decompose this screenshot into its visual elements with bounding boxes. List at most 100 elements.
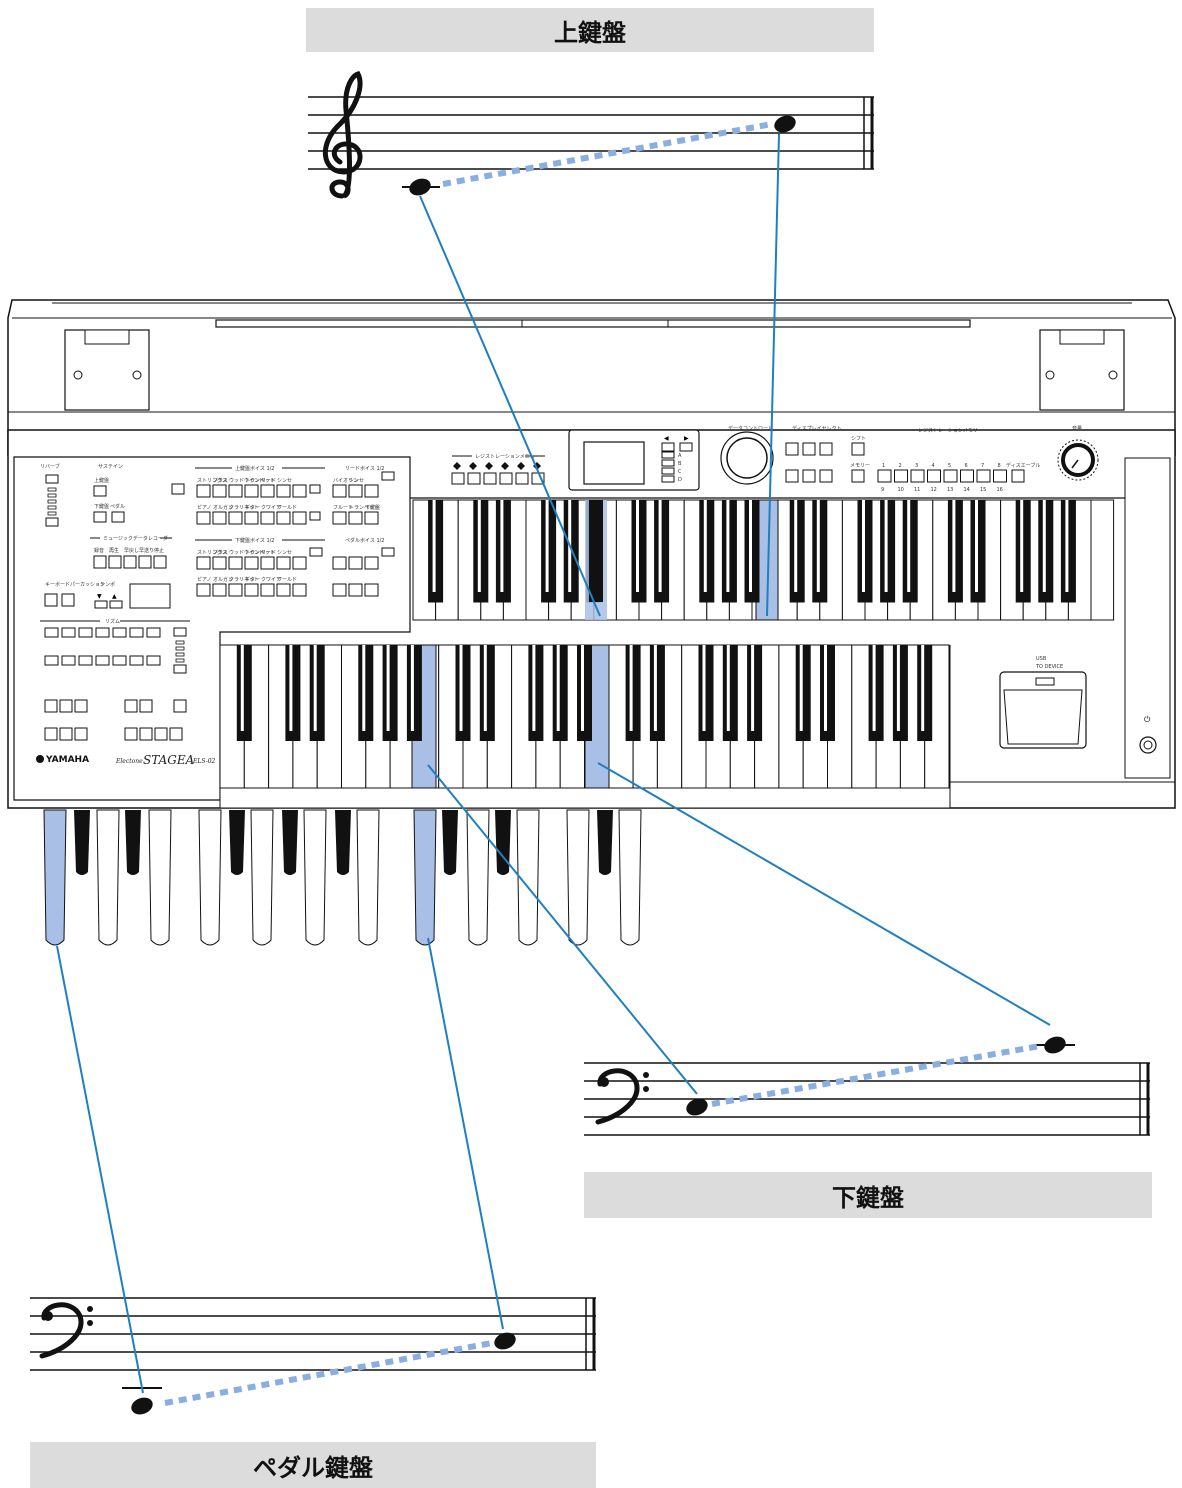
- display-select-button[interactable]: [786, 470, 798, 482]
- lower-voice-button[interactable]: [213, 557, 226, 569]
- ending-button[interactable]: [125, 728, 137, 740]
- registration-memory-button[interactable]: [944, 470, 957, 482]
- upper-voice-button[interactable]: [293, 485, 306, 497]
- variation-button[interactable]: [60, 700, 72, 712]
- pedal-voice-button[interactable]: [333, 584, 346, 596]
- upper-black-key[interactable]: [589, 500, 603, 602]
- upper-voice-button[interactable]: [197, 512, 210, 524]
- lower-black-key[interactable]: [407, 645, 422, 741]
- lower-black-key[interactable]: [237, 645, 252, 741]
- upper-voice-button[interactable]: [197, 485, 210, 497]
- recorder-button[interactable]: [124, 556, 136, 568]
- lower-black-key[interactable]: [310, 645, 325, 741]
- upper-voice-button[interactable]: [277, 512, 290, 524]
- pedal-white-key[interactable]: [199, 810, 221, 945]
- registration-memory-button[interactable]: [977, 470, 990, 482]
- lower-black-key[interactable]: [699, 645, 714, 741]
- upper-voice-button[interactable]: [293, 512, 306, 524]
- pedal-white-key[interactable]: [467, 810, 489, 945]
- pedal-voice-button[interactable]: [349, 557, 362, 569]
- upper-voice-button[interactable]: [261, 512, 274, 524]
- lower-voice-button[interactable]: [277, 584, 290, 596]
- lower-voice-button[interactable]: [277, 557, 290, 569]
- pedal-black-key[interactable]: [442, 810, 458, 875]
- lower-voice-button[interactable]: [245, 584, 258, 596]
- registration-menu-button[interactable]: [516, 473, 528, 484]
- upper-voice-button[interactable]: [213, 512, 226, 524]
- rhythm-button[interactable]: [113, 656, 126, 665]
- upper-voice-side-button[interactable]: [310, 512, 320, 520]
- intro-button[interactable]: [45, 728, 57, 740]
- sustain-lower-button[interactable]: [94, 512, 106, 522]
- kbd-perc-2-button[interactable]: [62, 594, 74, 606]
- pedal-voice-button[interactable]: [349, 584, 362, 596]
- lower-black-key[interactable]: [650, 645, 665, 741]
- pedal-white-key[interactable]: [357, 810, 379, 945]
- lower-black-key[interactable]: [480, 645, 495, 741]
- registration-memory-button[interactable]: [911, 470, 924, 482]
- lower-black-key[interactable]: [917, 645, 932, 741]
- break-button[interactable]: [174, 700, 186, 712]
- memory-button[interactable]: [852, 470, 864, 482]
- rhythm-button[interactable]: [147, 628, 160, 637]
- ending-button[interactable]: [170, 728, 182, 740]
- tempo-down-button[interactable]: [95, 601, 107, 608]
- pedal-white-key[interactable]: [251, 810, 273, 945]
- upper-white-key[interactable]: [1091, 500, 1114, 620]
- lead-voice-side-button[interactable]: [382, 472, 394, 480]
- pedal-black-key[interactable]: [282, 810, 298, 875]
- reverb-down-button[interactable]: [46, 518, 58, 526]
- upper-voice-side-button[interactable]: [310, 485, 320, 493]
- pedal-voice-side-button[interactable]: [382, 548, 394, 556]
- recorder-button[interactable]: [139, 556, 151, 568]
- upper-voice-button[interactable]: [229, 512, 242, 524]
- lower-voice-button[interactable]: [197, 557, 210, 569]
- start-button[interactable]: [140, 700, 152, 712]
- lower-voice-button[interactable]: [261, 557, 274, 569]
- lower-black-key[interactable]: [383, 645, 398, 741]
- lead-voice-button[interactable]: [365, 512, 378, 524]
- lower-black-key[interactable]: [747, 645, 762, 741]
- registration-memory-button[interactable]: [928, 470, 941, 482]
- lower-black-key[interactable]: [456, 645, 471, 741]
- pedal-voice-button[interactable]: [365, 557, 378, 569]
- registration-menu-button[interactable]: [468, 473, 480, 484]
- rhythm-button[interactable]: [130, 656, 143, 665]
- menu-letter-button[interactable]: [662, 468, 674, 474]
- rhythm-button[interactable]: [113, 628, 126, 637]
- lead-voice-button[interactable]: [333, 512, 346, 524]
- page-left-button[interactable]: [662, 443, 674, 451]
- lower-voice-button[interactable]: [245, 557, 258, 569]
- rhythm-side-down-button[interactable]: [174, 665, 186, 673]
- upper-voice-button[interactable]: [213, 485, 226, 497]
- recorder-button[interactable]: [94, 556, 106, 568]
- menu-letter-button[interactable]: [662, 476, 674, 482]
- lead-voice-button[interactable]: [333, 485, 346, 497]
- display-select-button[interactable]: [820, 443, 832, 455]
- lower-black-key[interactable]: [723, 645, 738, 741]
- display-select-button[interactable]: [803, 470, 815, 482]
- lead-voice-button[interactable]: [349, 485, 362, 497]
- lower-voice-button[interactable]: [197, 584, 210, 596]
- sustain-upper-button[interactable]: [94, 486, 106, 496]
- lower-black-key[interactable]: [577, 645, 592, 741]
- registration-menu-button[interactable]: [484, 473, 496, 484]
- lower-voice-button[interactable]: [229, 584, 242, 596]
- rhythm-button[interactable]: [130, 628, 143, 637]
- rhythm-button[interactable]: [96, 656, 109, 665]
- display-select-button[interactable]: [803, 443, 815, 455]
- pedal-black-key[interactable]: [229, 810, 245, 875]
- lower-black-key[interactable]: [626, 645, 641, 741]
- reverb-button[interactable]: [46, 475, 58, 483]
- lower-voice-side-button[interactable]: [310, 548, 322, 556]
- pedal-black-key[interactable]: [335, 810, 351, 875]
- lower-voice-button[interactable]: [261, 584, 274, 596]
- lower-voice-button[interactable]: [293, 584, 306, 596]
- registration-menu-button[interactable]: [452, 473, 464, 484]
- rhythm-button[interactable]: [79, 628, 92, 637]
- registration-memory-button[interactable]: [994, 470, 1007, 482]
- display-select-button[interactable]: [820, 470, 832, 482]
- rhythm-button[interactable]: [147, 656, 160, 665]
- lower-black-key[interactable]: [893, 645, 908, 741]
- pedal-voice-button[interactable]: [365, 584, 378, 596]
